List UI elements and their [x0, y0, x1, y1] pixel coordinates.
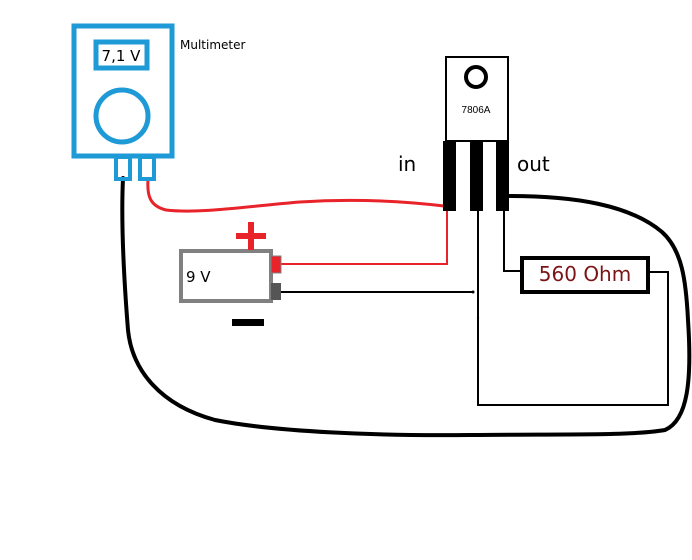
multimeter-label: Multimeter: [180, 38, 245, 52]
battery-positive-wire: [281, 208, 448, 265]
multimeter-reading: 7,1 V: [102, 47, 142, 65]
regulator-mounting-hole-icon: [464, 65, 488, 89]
battery-positive-terminal: [270, 255, 282, 274]
regulator-pin-ground: [470, 141, 483, 211]
resistor-value-label: 560 Ohm: [539, 262, 631, 286]
battery-body: [179, 249, 273, 303]
regulator-input-label: in: [398, 152, 416, 176]
battery-voltage-label: 9 V: [186, 268, 211, 286]
multimeter-ground-jack: [114, 155, 132, 181]
battery: 9 V: [179, 222, 282, 326]
ground-return-wire: [477, 210, 669, 406]
regulator-pin-input: [443, 141, 456, 211]
regulator-output-label: out: [517, 152, 550, 176]
probe-to-input-wire: [146, 178, 446, 213]
junction-dot: [471, 290, 475, 294]
battery-minus-icon: [232, 319, 264, 326]
multimeter-display: [93, 39, 150, 71]
ground-loop-wire: [120, 176, 692, 438]
resistor: 560 Ohm: [520, 256, 650, 294]
regulator-part-number: 7806A: [462, 105, 491, 116]
multimeter-dial-icon: [93, 87, 151, 145]
voltage-regulator: 7806A in out: [398, 56, 550, 211]
output-to-resistor-wire: [503, 210, 522, 272]
battery-plus-icon-v: [248, 222, 254, 250]
regulator-tab: [445, 56, 509, 142]
regulator-pin-output: [496, 141, 509, 211]
battery-negative-terminal: [271, 283, 281, 300]
multimeter: 7,1 V Multimeter: [71, 23, 245, 181]
multimeter-positive-jack: [138, 155, 156, 181]
resistor-body: [520, 256, 650, 294]
junction-dot: [476, 316, 480, 320]
